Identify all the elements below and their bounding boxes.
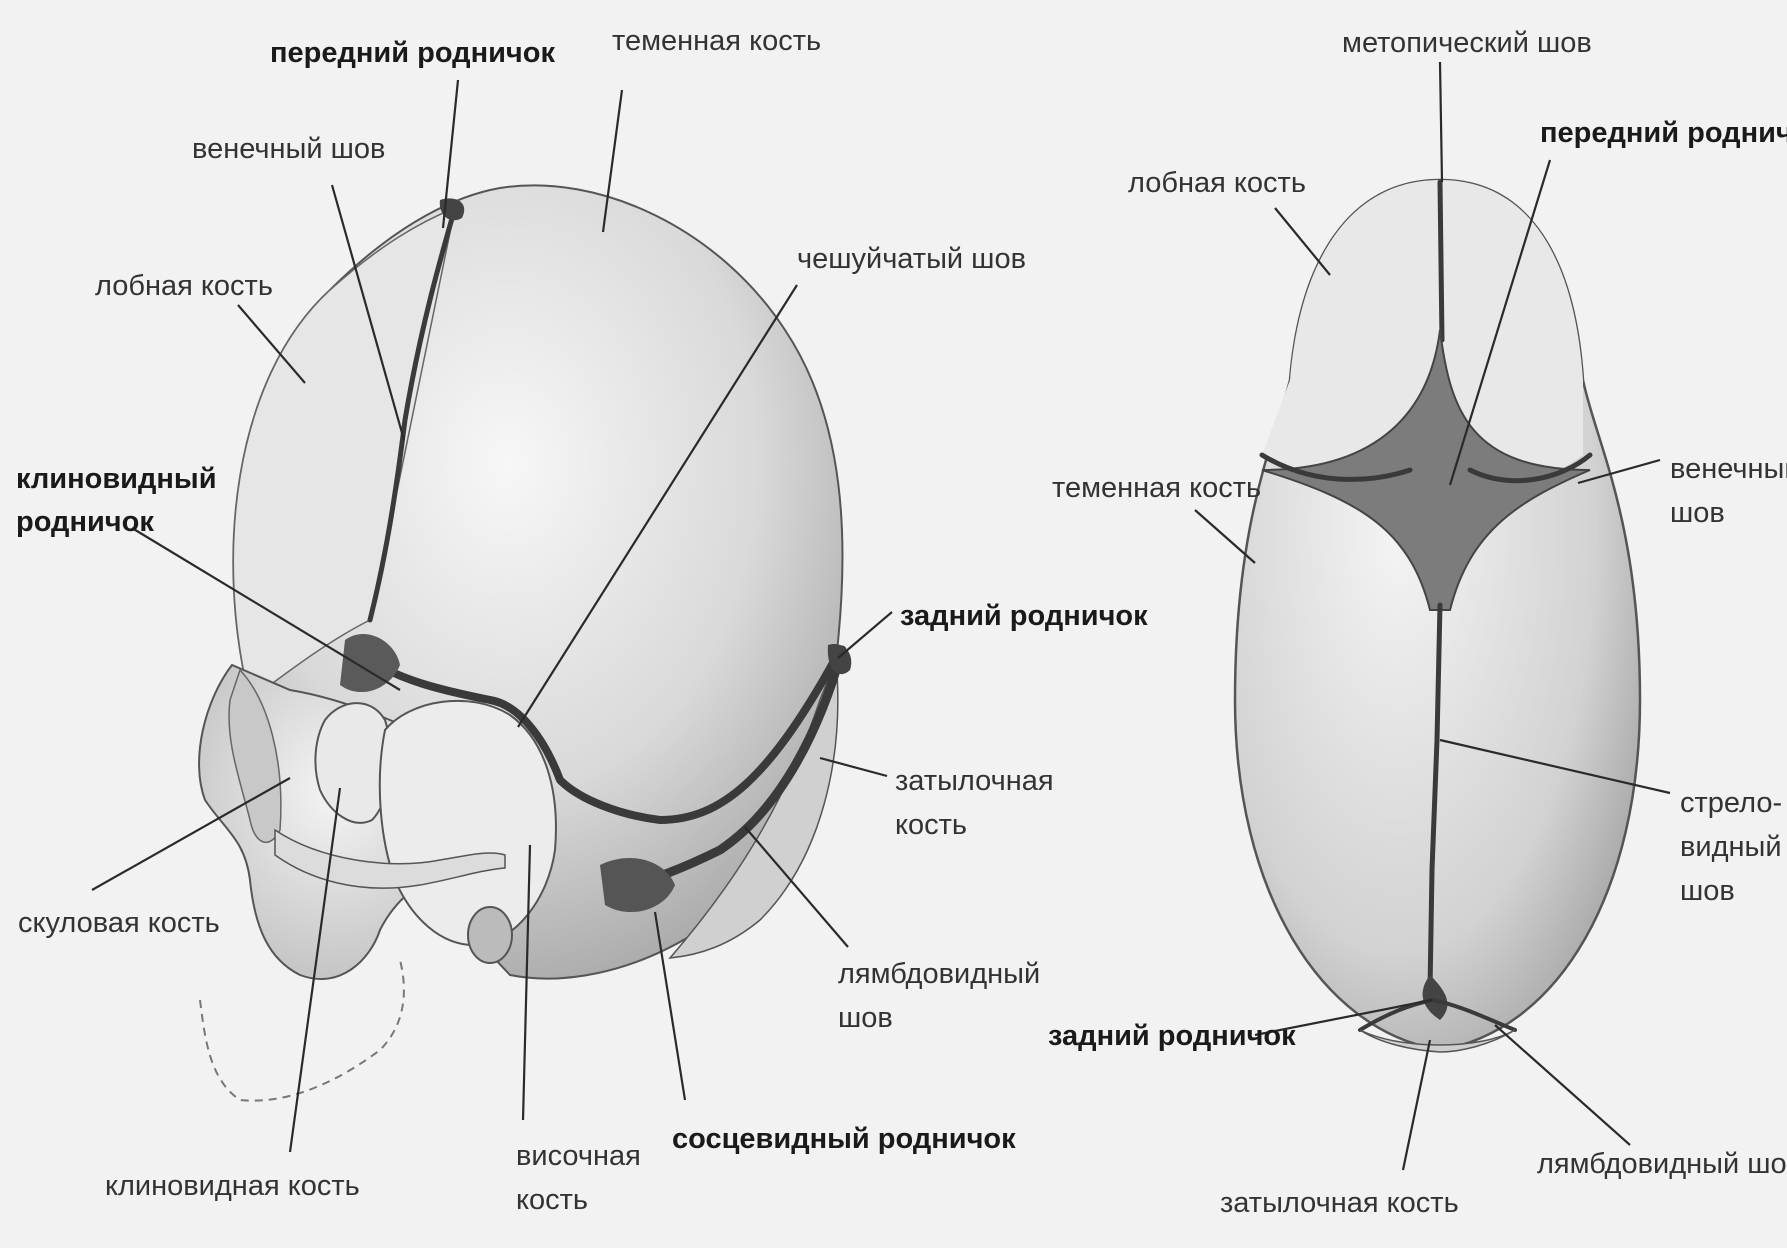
- lateral-temporal-bone: [380, 701, 556, 945]
- label-squamous-suture: чешуйчатый шов: [797, 243, 1026, 275]
- lateral-mandible-outline: [200, 960, 404, 1101]
- label-sphenoid-bone: клиновидная кость: [105, 1170, 360, 1202]
- leader-posterior-fontanelle: [838, 612, 892, 658]
- label-occipital-bone: затылочная кость: [895, 765, 1062, 841]
- label-mastoid-fontanelle: сосцевидный родничок: [672, 1123, 1016, 1155]
- leader-top-occipital-bone: [1403, 1040, 1430, 1170]
- label-frontal-bone: лобная кость: [95, 270, 273, 302]
- label-top-sagittal-suture: стрело- видный шов: [1680, 787, 1787, 907]
- label-parietal-bone: теменная кость: [612, 25, 821, 57]
- top-metopic-suture: [1440, 182, 1442, 340]
- label-temporal-bone: височная кость: [516, 1140, 649, 1216]
- label-top-occipital-bone: затылочная кость: [1220, 1187, 1459, 1219]
- label-zygomatic-bone: скуловая кость: [18, 907, 220, 939]
- top-skull: [1195, 62, 1670, 1170]
- leader-top-metopic: [1440, 62, 1442, 182]
- label-top-parietal-bone: теменная кость: [1052, 472, 1261, 504]
- label-sphenoid-fontanelle: клиновидный родничок: [16, 463, 225, 538]
- leader-top-parietal-bone: [1195, 510, 1255, 563]
- lateral-skull: [92, 80, 892, 1152]
- label-top-coronal-suture: венечный шов: [1670, 453, 1787, 529]
- label-top-lambdoid-suture: лямбдовидный шов: [1537, 1148, 1787, 1180]
- label-coronal-suture: венечный шов: [192, 133, 385, 165]
- label-posterior-fontanelle: задний родничок: [900, 600, 1148, 632]
- label-top-anterior-fontanelle: передний родничок: [1540, 117, 1787, 149]
- leader-top-frontal-bone: [1275, 208, 1330, 275]
- label-top-frontal-bone: лобная кость: [1128, 167, 1306, 199]
- label-lambdoid-suture: лямбдовидный шов: [838, 958, 1048, 1034]
- lateral-ear-canal: [468, 907, 512, 963]
- label-anterior-fontanelle: передний родничок: [270, 37, 555, 69]
- label-top-posterior-fontanelle: задний родничок: [1048, 1020, 1296, 1052]
- leader-top-lambdoid-suture: [1495, 1025, 1630, 1145]
- label-top-metopic-suture: метопический шов: [1342, 27, 1592, 59]
